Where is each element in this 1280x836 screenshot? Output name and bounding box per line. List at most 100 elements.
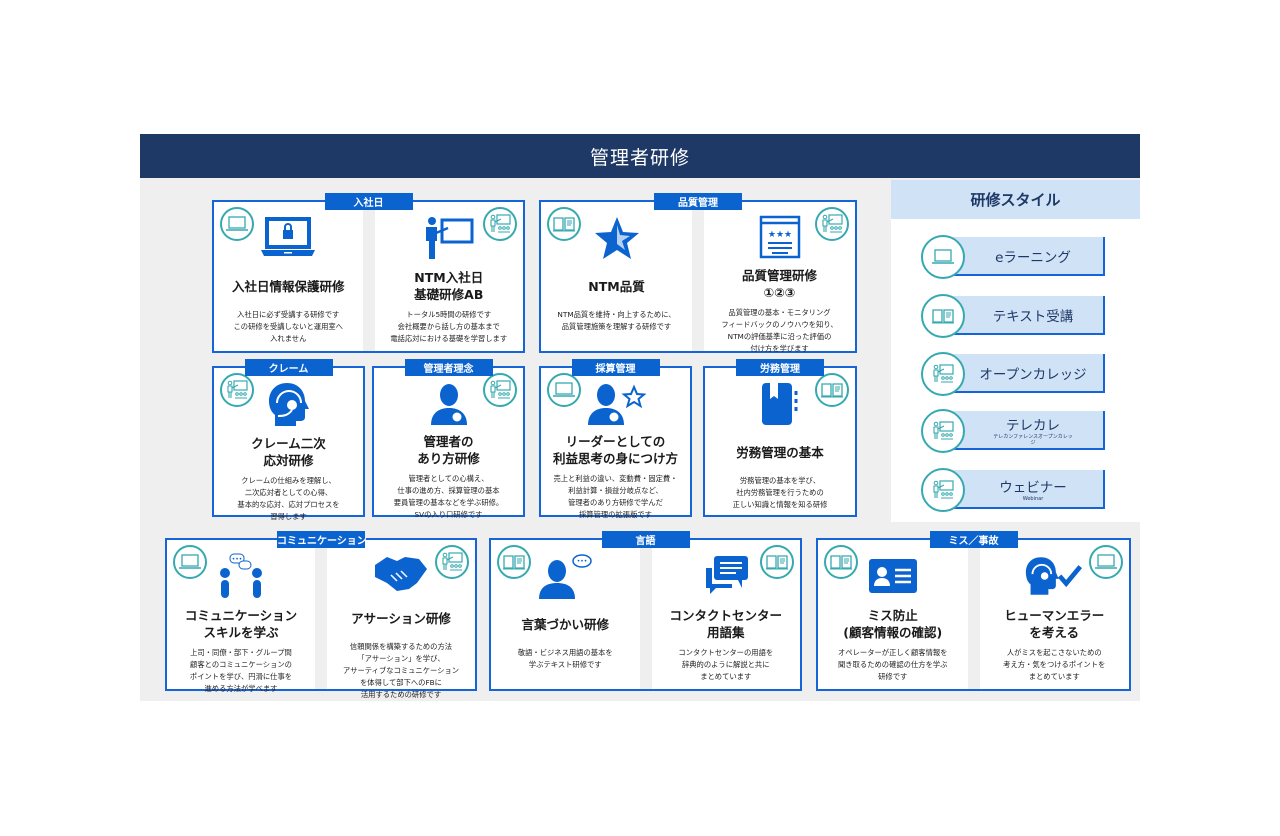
course-group: クレーム クレーム二次応対研修 クレームの仕組みを理解し、二次応対者としての心得… xyxy=(212,359,365,521)
course-card[interactable]: クレーム二次応対研修 クレームの仕組みを理解し、二次応対者としての心得、基本的な… xyxy=(214,368,363,521)
course-description-line: 採算管理の拡張版です xyxy=(579,510,652,519)
course-title: NTM品質 xyxy=(588,269,644,303)
training-style-title: 研修スタイル xyxy=(891,180,1140,219)
laptop-lock-icon xyxy=(258,215,318,261)
course-title-line: 入社日情報保護研修 xyxy=(231,278,345,294)
course-description-line: 「アサーション」を学び、 xyxy=(357,654,445,663)
svg-text:★★★: ★★★ xyxy=(767,230,791,240)
course-card[interactable]: 入社日情報保護研修 入社日に必ず受講する研修ですこの研修を受講しないと運用室へ入… xyxy=(214,202,363,351)
course-description-line: 人がミスを起こさないための xyxy=(1006,648,1102,657)
course-description: 入社日に必ず受講する研修ですこの研修を受講しないと運用室へ入れません xyxy=(234,309,343,345)
course-description-line: 労務管理の基本を学び、 xyxy=(739,476,821,485)
course-description-line: 正しい知識と情報を知る研修 xyxy=(732,500,828,509)
course-description-line: 管理者としての心構え、 xyxy=(408,474,489,483)
course-title: ミス防止(顧客情報の確認) xyxy=(843,607,942,641)
course-description-line: 売上と利益の違い、変動費・固定費・ xyxy=(553,474,678,483)
course-title-line: 用語集 xyxy=(706,625,745,640)
style-label-box: オープンカレッジ xyxy=(943,354,1105,393)
course-title-line: ヒューマンエラー xyxy=(1004,608,1105,623)
course-group: 採算管理 リーダーとしての利益思考の身につけ方 売上と利益の違い、変動費・固定費… xyxy=(539,359,692,519)
group-label: 管理者理念 xyxy=(404,359,493,376)
group-label: 品質管理 xyxy=(654,193,742,210)
course-title: 入社日情報保護研修 xyxy=(232,269,345,303)
course-description-line: 社内労務管理を行うための xyxy=(736,488,824,497)
style-label: オープンカレッジ xyxy=(979,366,1087,383)
course-title-line: あり方研修 xyxy=(417,451,480,466)
course-description: 労務管理の基本を学び、社内労務管理を行うための正しい知識と情報を知る研修 xyxy=(733,475,828,511)
course-group: 品質管理 NTM品質 NTM品質を維持・向上するために、品質管理施策を理解する研… xyxy=(539,193,857,353)
course-description-line: アサーティブなコミュニケーション xyxy=(342,666,460,675)
course-title: コンタクトセンター用語集 xyxy=(669,607,782,641)
laptop-icon xyxy=(220,207,254,241)
course-description: 管理者としての心構え、仕事の進め方、採算管理の基本要員管理の基本などを学ぶ研修。… xyxy=(394,473,503,521)
style-label-box: eラーニング xyxy=(943,237,1105,276)
course-card[interactable]: ••• コミュニケーションスキルを学ぶ 上司・同僚・部下・グループ間顧客とのコミ… xyxy=(167,540,315,693)
star-icon xyxy=(587,215,647,261)
course-card[interactable]: ヒューマンエラーを考える 人がミスを起こさないための考え方・気をつけるポイントを… xyxy=(979,540,1129,689)
teacher-icon xyxy=(483,207,517,241)
page-title-text: 管理者研修 xyxy=(589,146,690,169)
course-description: 上司・同僚・部下・グループ間顧客とのコミュニケーションのポイントを学び、円滑に仕… xyxy=(190,647,292,695)
group-label: コミュニケーション xyxy=(277,531,367,548)
course-title-line: 言葉づかい研修 xyxy=(521,616,609,632)
course-card[interactable]: ••• 言葉づかい研修 敬語・ビジネス用語の基本を学ぶテキスト研修です xyxy=(491,540,640,689)
course-title-line: ミス防止 xyxy=(867,608,918,623)
course-title-line: 品質管理研修 xyxy=(741,268,817,283)
course-title-line: アサーション研修 xyxy=(351,610,451,626)
course-description-line: 進める方法が学べます xyxy=(204,684,278,693)
course-card[interactable]: リーダーとしての利益思考の身につけ方 売上と利益の違い、変動費・固定費・利益計算… xyxy=(541,368,690,519)
style-item: ウェビナー Webinar xyxy=(921,468,1105,512)
course-card[interactable]: NTM入社日基礎研修AB トータル5時間の研修です会社概要から話し方の基本まで電… xyxy=(374,202,523,351)
course-description: 売上と利益の違い、変動費・固定費・利益計算・損益分岐点など、管理者のあり方研修で… xyxy=(553,473,677,521)
teacher-icon xyxy=(220,373,254,407)
book-icon xyxy=(921,294,965,338)
course-card[interactable]: コンタクトセンター用語集 コンタクトセンターの用語を辞典的のように解説と共にまと… xyxy=(651,540,800,689)
course-title-line: 労務管理の基本 xyxy=(736,444,824,460)
course-description: 人がミスを起こさないための考え方・気をつけるポイントをまとめています xyxy=(1003,647,1105,683)
svg-text:•••: ••• xyxy=(232,556,243,563)
person-star-icon xyxy=(586,381,646,425)
course-description-line: ポイントを学び、円滑に仕事を xyxy=(189,672,293,681)
course-description-line: 研修です xyxy=(878,672,908,681)
id-card-icon xyxy=(863,553,923,599)
style-item: eラーニング xyxy=(921,235,1105,279)
course-title-line: スキルを学ぶ xyxy=(203,625,279,640)
teacher-icon xyxy=(921,409,965,453)
course-card[interactable]: 労務管理の基本 労務管理の基本を学び、社内労務管理を行うための正しい知識と情報を… xyxy=(705,368,855,515)
group-label: 入社日 xyxy=(324,193,413,210)
teacher-icon xyxy=(483,373,517,407)
course-title: リーダーとしての利益思考の身につけ方 xyxy=(553,433,678,467)
two-people-icon: ••• xyxy=(211,553,271,599)
course-description-line: 要員管理の基本などを学ぶ研修。 xyxy=(393,498,504,507)
course-card[interactable]: 管理者のあり方研修 管理者としての心構え、仕事の進め方、採算管理の基本要員管理の… xyxy=(374,368,523,519)
group-label: 採算管理 xyxy=(571,359,660,376)
course-card[interactable]: ミス防止(顧客情報の確認) オペレーターが正しく顧客情報を聞き取るための確認の仕… xyxy=(818,540,968,689)
course-description-line: 会社概要から話し方の基本まで xyxy=(397,322,500,331)
course-card[interactable]: NTM品質 NTM品質を維持・向上するために、品質管理施策を理解する研修です xyxy=(541,202,692,351)
course-description-line: 品質管理の基本・モニタリング xyxy=(728,308,831,317)
course-description-line: オペレーターが正しく顧客情報を xyxy=(838,648,948,657)
laptop-icon xyxy=(547,373,581,407)
course-description-line: 利益計算・損益分岐点など、 xyxy=(568,486,663,495)
training-style-panel: 研修スタイル eラーニング テキスト受講 オープンカレッジ テレカレ テレカンフ… xyxy=(891,180,1140,522)
course-description-line: トータル5時間の研修です xyxy=(406,310,492,319)
headset-check-icon xyxy=(1024,553,1084,599)
course-description-line: 仕事の進め方、採算管理の基本 xyxy=(397,486,500,495)
course-description-line: まとめています xyxy=(1028,672,1080,681)
course-description: 品質管理の基本・モニタリングフィードバックのノウハウを知り、NTMの評価基準に沿… xyxy=(721,307,837,355)
course-description: トータル5時間の研修です会社概要から話し方の基本まで電話応対における基礎を学習し… xyxy=(390,309,507,345)
course-description-line: 信頼関係を構築するための方法 xyxy=(349,642,453,651)
course-title-line: 基礎研修AB xyxy=(414,287,484,302)
course-description-line: 敬語・ビジネス用語の基本を xyxy=(517,648,613,657)
course-title-line: リーダーとしての xyxy=(565,434,666,449)
teacher-icon xyxy=(921,468,965,512)
laptop-icon xyxy=(173,545,207,579)
course-group: コミュニケーション ••• コミュニケーションスキルを学ぶ 上司・同僚・部下・グ… xyxy=(165,531,477,699)
course-description: オペレーターが正しく顧客情報を聞き取るための確認の仕方を学ぶ研修です xyxy=(838,647,947,683)
course-description-line: SVの入り口研修です xyxy=(414,510,483,519)
course-card[interactable]: アサーション研修 信頼関係を構築するための方法「アサーション」を学び、アサーティ… xyxy=(327,540,475,699)
rating-icon: ★★★ xyxy=(750,215,810,259)
course-title: コミュニケーションスキルを学ぶ xyxy=(185,607,297,641)
